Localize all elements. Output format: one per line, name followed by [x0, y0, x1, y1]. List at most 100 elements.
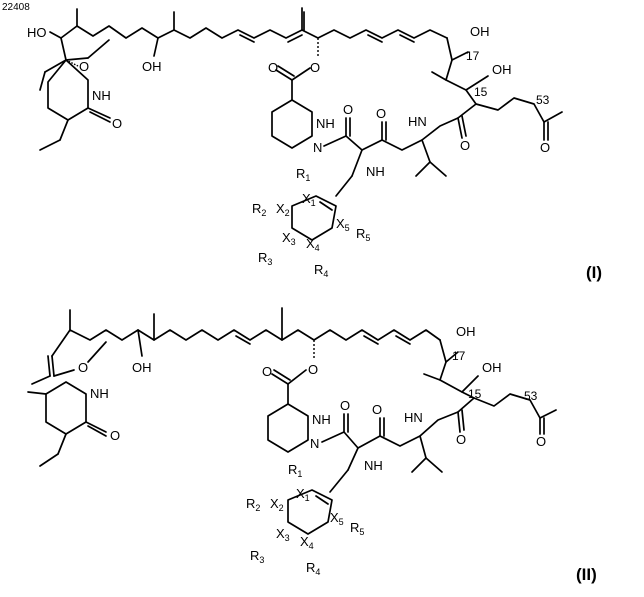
amide3-co-ii-2: [462, 410, 464, 430]
r5-label: R5: [356, 226, 370, 243]
pyridazine-ring-ii: [268, 404, 308, 452]
nh-lactam-label-ii: NH: [90, 386, 109, 401]
nh-hydrazine-label: NH: [316, 116, 335, 131]
substituent-labels-i: R1 X1 R2 X2 X5 R5 X3 X4 R3 R4: [252, 166, 370, 279]
aryl-ring-ii: [288, 490, 332, 534]
alkene-bond-2a: [236, 336, 250, 344]
o-lactam-label: O: [112, 116, 122, 131]
methyl-c16-ii: [424, 374, 440, 380]
bond-o-ring: [88, 40, 109, 58]
amide3-co: [458, 118, 462, 138]
methyl-alkene: [32, 376, 50, 384]
x4-label-ii: X4: [300, 534, 314, 551]
o-spiro-label-ii: O: [78, 360, 88, 375]
o-amide2-label-ii: O: [372, 402, 382, 417]
x1-label: X1: [302, 191, 316, 208]
r2-label-ii: R2: [246, 496, 260, 513]
o-ring-bond-ii: [88, 342, 106, 362]
o-ester-label: O: [310, 60, 320, 75]
x2-label-ii: X2: [270, 496, 284, 513]
n-hydrazine-label-ii: N: [310, 436, 319, 451]
c17-number-ii: 17: [452, 349, 466, 363]
substituent-labels-ii: R1 X1 R2 X2 X5 R5 X3 X4 R3 R4: [246, 462, 364, 577]
oh-mid-bond: [154, 38, 158, 56]
oh-mid-label-ii: OH: [132, 360, 152, 375]
n-hydrazine-label: N: [313, 140, 322, 155]
alkene-c-ring: [52, 356, 54, 376]
methyl-ring-ii: [28, 392, 46, 394]
amide3-co-2: [462, 116, 466, 136]
isopropyl-ii-1: [420, 436, 426, 458]
methyl-c16: [432, 72, 446, 80]
o-ester-carbonyl-label-ii: O: [262, 364, 272, 379]
ester-carbonyl-2: [278, 66, 294, 76]
x1-label-ii: X1: [296, 486, 310, 503]
c15-number-ii: 15: [468, 387, 482, 401]
methyl-spiro: [45, 60, 66, 72]
compound-label-i: (I): [586, 263, 602, 282]
ethyl-ii-1: [58, 434, 66, 454]
ho-label: HO: [27, 25, 47, 40]
benzyl-bond-ii: [348, 448, 358, 470]
oh-c15-label: OH: [492, 62, 512, 77]
ester-carbonyl-1: [276, 70, 292, 80]
oh-mid-bond-ii: [138, 330, 142, 356]
nh-amide1-label: NH: [366, 164, 385, 179]
o-ester-carbonyl-label: O: [268, 60, 278, 75]
ethyl-1: [60, 120, 68, 140]
ho-bond: [50, 32, 61, 38]
r4-label: R4: [314, 262, 328, 279]
r5-label-ii: R5: [350, 520, 364, 537]
x4-label: X4: [306, 236, 320, 253]
o-amide3-label: O: [460, 138, 470, 153]
o-amide1-label: O: [343, 102, 353, 117]
r1-label: R1: [296, 166, 310, 183]
hn-amide2-label-ii: HN: [404, 410, 423, 425]
benzyl-bond: [352, 150, 362, 176]
nh-lactam-label: NH: [92, 88, 111, 103]
alkene-bond-2c: [396, 336, 410, 344]
hn-amide2-label: HN: [408, 114, 427, 129]
pyridazine-ring: [272, 100, 312, 148]
ethyl-2: [40, 140, 60, 150]
benzyl-bond-2: [336, 176, 352, 196]
c15-number: 15: [474, 85, 488, 99]
methyl-spiro-2: [40, 72, 45, 90]
r3-label-ii: R3: [250, 548, 264, 565]
ring-link: [54, 370, 74, 376]
right-chain: [446, 38, 562, 122]
ester-carbonyl-ii: [272, 374, 288, 384]
r2-label: R2: [252, 201, 266, 218]
oh-mid-label: OH: [142, 59, 162, 74]
ester-carbonyl-ii-2: [274, 370, 290, 380]
macrocycle-backbone-top-ii: [52, 330, 440, 356]
x2-label: X2: [276, 201, 290, 218]
alkene-c-ring-2: [48, 356, 50, 376]
amide3-co-ii: [458, 412, 460, 432]
nh-amide1-label-ii: NH: [364, 458, 383, 473]
r3-label: R3: [258, 250, 272, 267]
nh-hydrazine-label-ii: NH: [312, 412, 331, 427]
o-amide1-label-ii: O: [340, 398, 350, 413]
o-ester-label-ii: O: [308, 362, 318, 377]
c17-number: 17: [466, 49, 480, 63]
compound-label-ii: (II): [576, 565, 597, 584]
figure-id: 22408: [2, 2, 30, 13]
o-lactam-label-ii: O: [110, 428, 120, 443]
oh-c15-label-ii: OH: [482, 360, 502, 375]
oh-c17-label-ii: OH: [456, 324, 476, 339]
bond-c-spiro: [61, 38, 66, 60]
o-ketone-label: O: [540, 140, 550, 155]
isopropyl-ii-3: [426, 458, 442, 472]
isopropyl-3: [430, 162, 446, 176]
x5-label-ii: X5: [330, 510, 344, 527]
oh-c17-label: OH: [470, 24, 490, 39]
macrocycle-backbone-top: [61, 26, 447, 38]
o-spiro-label: O: [79, 59, 89, 74]
c53-number: 53: [536, 93, 550, 107]
isopropyl-ii-2: [412, 458, 426, 472]
c53-number-ii: 53: [524, 389, 538, 403]
structure-i: HO O NH O OH O O NH N O: [27, 8, 602, 282]
piperidinone-ring-ii: [46, 382, 86, 434]
